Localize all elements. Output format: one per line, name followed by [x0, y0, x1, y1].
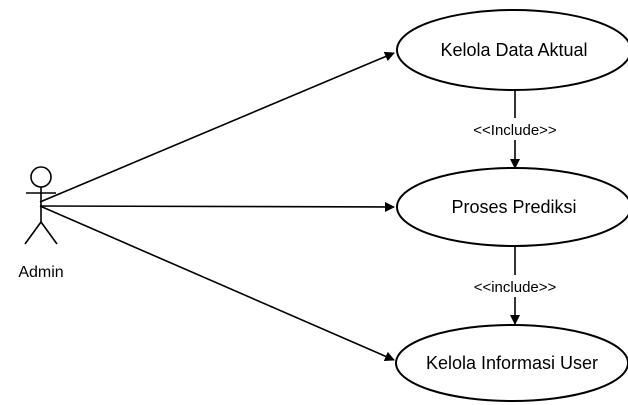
include-label-lower: <<include>> [474, 279, 557, 296]
use-case-prediction-process [396, 167, 628, 247]
actor-label: Admin [18, 264, 63, 281]
include-label-upper-background [456, 118, 574, 140]
use-case-manage-user-info-label: Kelola Informasi User [426, 353, 598, 373]
use-case-prediction-process-label: Proses Prediksi [451, 197, 576, 217]
actor-head [30, 166, 52, 188]
association-arrow-manage-user-info [39, 205, 395, 361]
admin-actor-icon [24, 166, 58, 245]
include-label-upper: <<Include>> [473, 122, 557, 139]
include-label-lower-background [458, 275, 572, 297]
actor-left-leg [24, 221, 42, 245]
use-case-manage-actual-data-label: Kelola Data Aktual [440, 40, 587, 60]
association-arrow-manage-actual-data [39, 51, 395, 203]
use-case-manage-actual-data [396, 9, 628, 91]
actor-right-leg [40, 221, 58, 245]
association-arrow-prediction-process [39, 201, 395, 212]
use-case-manage-user-info [395, 324, 628, 402]
